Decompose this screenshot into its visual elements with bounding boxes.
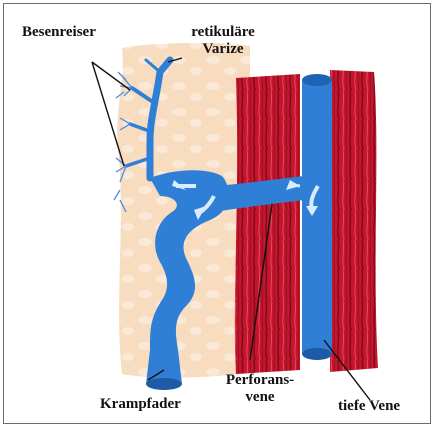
- deep-vein: [302, 75, 332, 360]
- muscle-right: [330, 70, 378, 372]
- label-krampfader: Krampfader: [100, 396, 181, 413]
- label-retikulaere-varize: retikuläre Varize: [176, 24, 270, 58]
- varicose-vein-end: [146, 378, 182, 390]
- label-retikulaere-line1: retikuläre: [176, 24, 270, 41]
- label-tiefe-vene: tiefe Vene: [338, 398, 400, 415]
- label-retikulaere-line2: Varize: [176, 41, 270, 58]
- deep-vein-bottom: [302, 348, 332, 360]
- deep-vein-top: [302, 74, 332, 86]
- label-besenreiser: Besenreiser: [22, 24, 96, 41]
- label-perforansvene: Perforans- vene: [212, 372, 308, 406]
- muscle-left: [235, 74, 300, 374]
- label-perforans-line2: vene: [212, 389, 308, 406]
- label-perforans-line1: Perforans-: [212, 372, 308, 389]
